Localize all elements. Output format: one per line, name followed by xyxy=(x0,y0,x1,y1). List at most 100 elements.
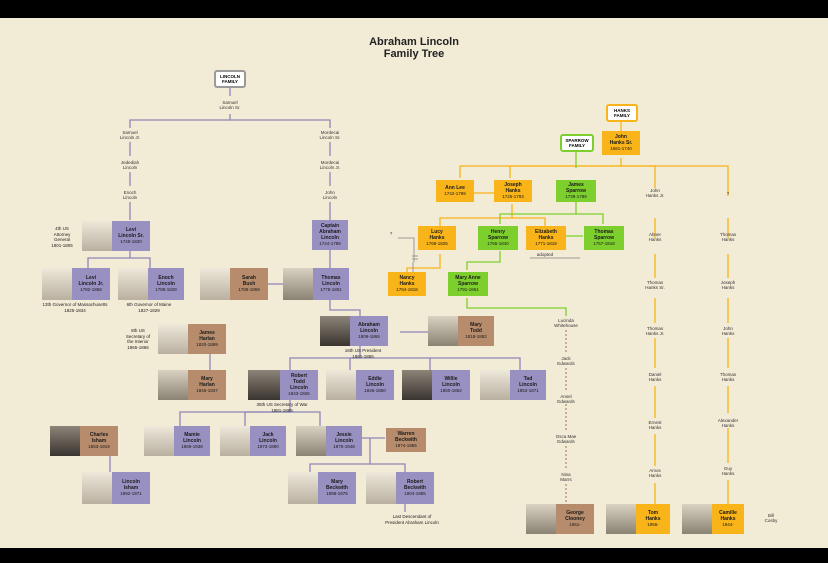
name-line: Lincoln Jr. xyxy=(119,135,141,140)
dates: 1782-1868 xyxy=(80,287,102,292)
name-line: Edwards xyxy=(557,439,575,444)
note-line: 1825-1834 xyxy=(64,307,86,313)
portrait-photo xyxy=(248,370,281,400)
portrait-photo xyxy=(158,370,189,400)
dates: 1850-1862 xyxy=(440,388,462,393)
note-line: 35th US Secretary of War xyxy=(256,402,308,407)
name-line: Willie xyxy=(444,376,458,382)
name-line: Mordecai xyxy=(320,159,340,165)
name-line: Cosby xyxy=(764,518,778,523)
family-label: SPARROW xyxy=(565,137,589,143)
dates: 1739-1789 xyxy=(565,194,587,199)
name-line: Eddie xyxy=(368,376,382,382)
dates: 1768-1825 xyxy=(426,241,448,246)
name-line: Sparrow xyxy=(457,281,478,287)
family-label: FAMILY xyxy=(613,113,631,118)
name-line: Lucy xyxy=(431,229,443,235)
portrait-photo xyxy=(326,370,357,400)
name-line: Tad xyxy=(523,376,533,382)
dates: 1898-1975 xyxy=(326,491,348,496)
portrait-photo xyxy=(288,472,319,504)
name-line: Alexander xyxy=(717,417,739,423)
note-line: Last Descendant of xyxy=(392,514,432,519)
name-line: Samuel xyxy=(222,99,238,105)
name-line: Sparrow xyxy=(565,188,586,194)
dates: 1874-1955 xyxy=(395,443,417,448)
name-line: Isham xyxy=(91,438,107,444)
name-line: Thomas xyxy=(646,279,664,285)
portrait-photo xyxy=(296,426,327,456)
portrait-photo xyxy=(428,316,459,346)
note-line: 16th US President xyxy=(344,348,382,353)
dates: 1788-1869 xyxy=(238,287,260,292)
name-line: Hanks xyxy=(648,425,662,430)
dates: 1846-1850 xyxy=(364,388,386,393)
name-line: Mary xyxy=(331,479,343,485)
name-line: Charles xyxy=(89,432,109,438)
name-line: Guy xyxy=(723,465,733,471)
note-line: 4th US xyxy=(55,226,69,231)
name-line: Sarah xyxy=(242,275,256,281)
name-line: John xyxy=(723,325,733,331)
note-line: 6th Governor of Maine xyxy=(126,302,172,307)
name-line: Hanks xyxy=(505,188,521,194)
name-line: Lincoln Sr. xyxy=(118,233,144,239)
name-line: Hanks Sr. xyxy=(609,140,633,146)
dates: 1778-1851 xyxy=(320,287,342,292)
name-line: Amos xyxy=(649,467,661,473)
portrait-photo xyxy=(118,268,149,300)
name-line: Nancy xyxy=(399,275,415,281)
note-line: Attorney xyxy=(53,231,71,237)
dates: 1904-1985 xyxy=(404,491,426,496)
name-line: Thomas xyxy=(719,231,737,237)
title-line-2: Family Tree xyxy=(383,48,445,60)
dates: 1956- xyxy=(647,522,659,527)
